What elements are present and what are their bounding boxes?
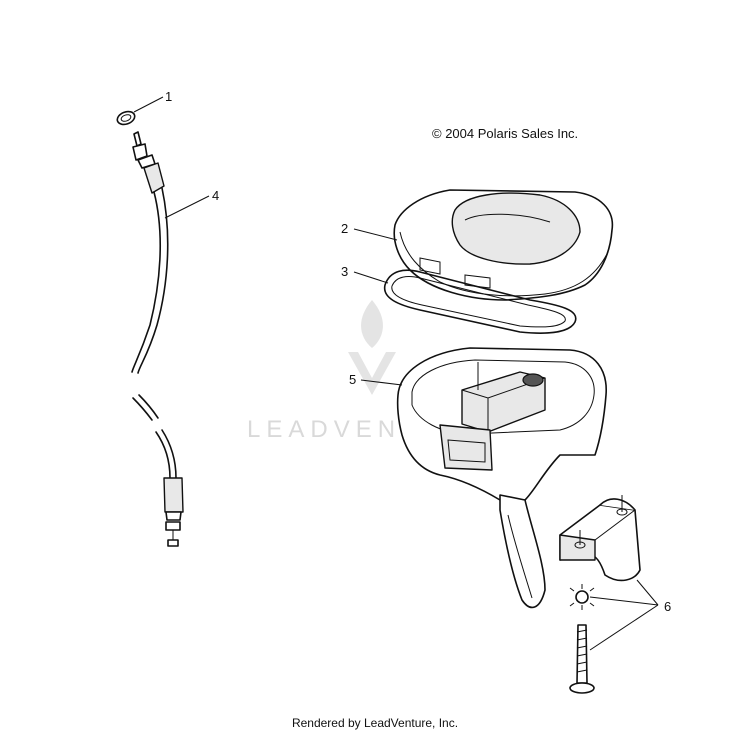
- part-2-cover: [393, 189, 614, 301]
- screw: [569, 624, 595, 694]
- leader-lines: [133, 96, 659, 651]
- callout-4: 4: [212, 188, 219, 203]
- part-1-o-ring: [116, 110, 136, 126]
- callout-3: 3: [341, 264, 348, 279]
- part-4-throttle-cable: [131, 131, 184, 547]
- lockwasher: [569, 584, 595, 610]
- part-5-housing: [396, 347, 607, 609]
- callout-2: 2: [341, 221, 348, 236]
- part-6-clamp-assembly: [559, 495, 641, 694]
- callout-1: 1: [165, 89, 172, 104]
- copyright-notice: © 2004 Polaris Sales Inc.: [432, 126, 579, 141]
- footer-credit: Rendered by LeadVenture, Inc.: [291, 716, 459, 730]
- callout-6: 6: [664, 599, 671, 614]
- part-3-gasket: [383, 269, 577, 334]
- callout-5: 5: [349, 372, 356, 387]
